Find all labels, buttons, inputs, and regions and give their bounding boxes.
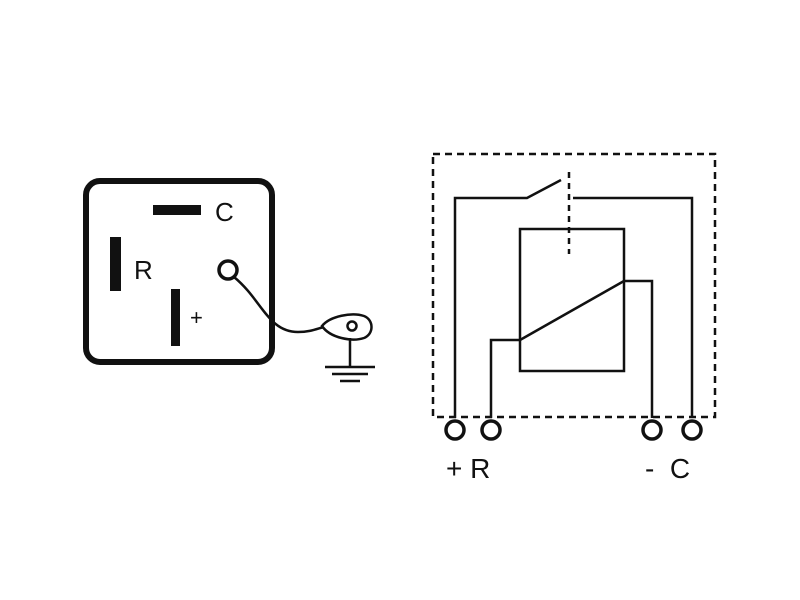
pin-c-blade bbox=[153, 205, 201, 215]
ground-ring-lug bbox=[320, 313, 373, 341]
pin-plus-label: + bbox=[190, 305, 203, 330]
relay-enclosure-dashed bbox=[431, 152, 717, 419]
coil-diagonal bbox=[519, 279, 625, 342]
r-lead-to-coil bbox=[489, 338, 520, 418]
coil-box bbox=[518, 227, 626, 373]
ground-terminal-hole bbox=[217, 259, 239, 281]
terminal-r bbox=[480, 419, 502, 441]
pin-c-label: C bbox=[215, 197, 234, 227]
relay-base: C R + bbox=[83, 178, 275, 365]
pin-r-blade bbox=[110, 237, 121, 291]
ground-icon bbox=[325, 338, 375, 383]
pin-r-label: R bbox=[134, 255, 153, 285]
relay-base-outline bbox=[83, 178, 275, 365]
relay-schematic: + R - C bbox=[431, 152, 717, 484]
terminal-plus bbox=[444, 419, 466, 441]
plus-lead-to-switch bbox=[453, 178, 562, 418]
coil-to-minus-lead bbox=[624, 279, 654, 418]
terminal-minus bbox=[641, 419, 663, 441]
ring-lug-hole bbox=[346, 320, 358, 332]
terminal-c bbox=[681, 419, 703, 441]
switch-contact-to-c bbox=[573, 196, 694, 418]
pin-plus-blade bbox=[171, 289, 180, 346]
terminal-label-plus-r: + R bbox=[446, 453, 490, 484]
ground-lead-wire bbox=[233, 276, 329, 334]
terminal-label-minus-c: - C bbox=[645, 453, 690, 484]
